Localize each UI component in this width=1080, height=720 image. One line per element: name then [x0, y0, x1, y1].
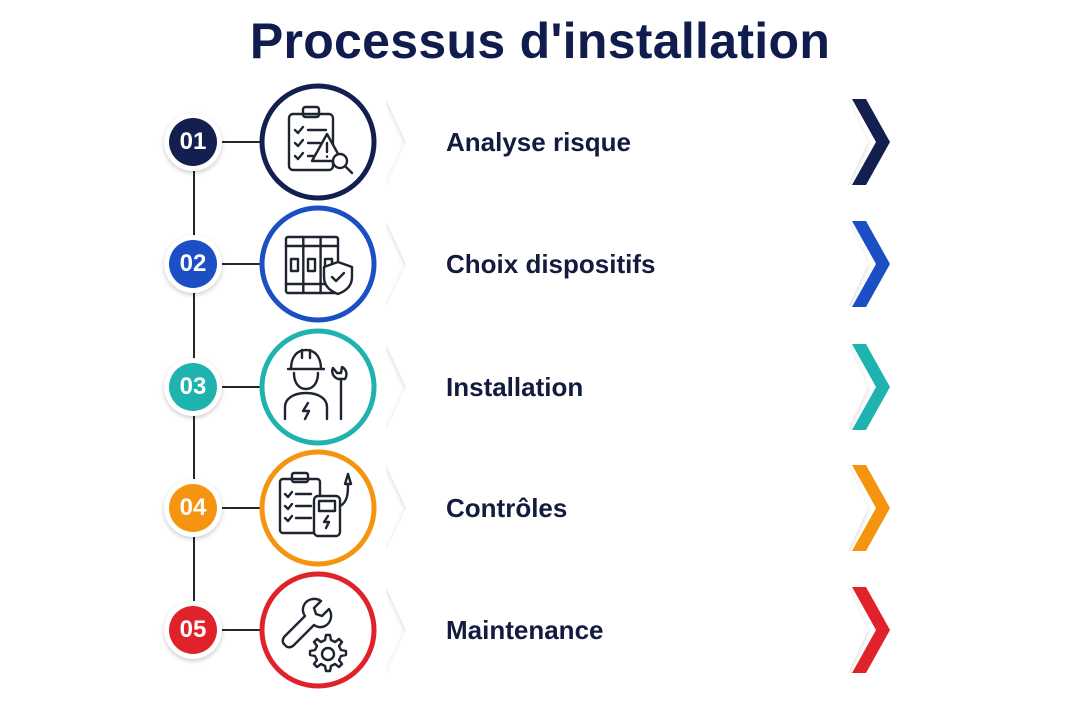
page-title: Processus d'installation [249, 13, 831, 69]
step-connector [222, 386, 260, 388]
wrench-gear-icon [259, 571, 377, 689]
step-5: 05 Maintenance [0, 570, 1080, 690]
step-banner: Installation [386, 344, 891, 430]
step-4: 04 Contrôles [0, 448, 1080, 568]
step-connector [222, 141, 260, 143]
step-connector [222, 507, 260, 509]
step-banner: Maintenance [386, 587, 891, 673]
clipboard-warning-icon [259, 83, 377, 201]
step-number: 03 [169, 363, 217, 411]
step-number-badge: 03 [164, 358, 222, 416]
electrician-wrench-icon [259, 328, 377, 446]
step-number: 02 [169, 240, 217, 288]
step-number-badge: 02 [164, 235, 222, 293]
step-number: 04 [169, 484, 217, 532]
step-connector [222, 263, 260, 265]
step-number-badge: 05 [164, 601, 222, 659]
step-icon-ring [258, 204, 378, 324]
step-label: Choix dispositifs [446, 249, 656, 279]
step-banner: Contrôles [386, 465, 891, 551]
step-label: Installation [446, 372, 584, 402]
step-label: Contrôles [446, 493, 568, 523]
step-icon-ring [258, 570, 378, 690]
step-label: Maintenance [446, 615, 604, 645]
step-number: 01 [169, 118, 217, 166]
step-3: 03 Installation [0, 327, 1080, 447]
step-icon-ring [258, 327, 378, 447]
step-label: Analyse risque [446, 127, 631, 157]
step-banner: Analyse risque [386, 99, 891, 185]
step-number: 05 [169, 606, 217, 654]
step-icon-ring [258, 82, 378, 202]
step-number-badge: 04 [164, 479, 222, 537]
step-1: 01 Analyse risque [0, 82, 1080, 202]
step-2: 02 Choix dispositifs [0, 204, 1080, 324]
step-connector [222, 629, 260, 631]
step-icon-ring [258, 448, 378, 568]
checklist-multimeter-icon [259, 449, 377, 567]
step-number-badge: 01 [164, 113, 222, 171]
step-banner: Choix dispositifs [386, 221, 891, 307]
circuit-breaker-shield-icon [259, 205, 377, 323]
